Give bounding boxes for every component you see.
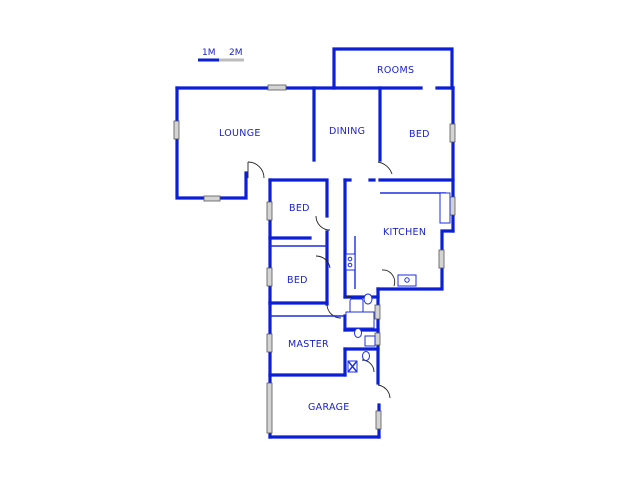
room-label-dining: DINING [329,126,365,137]
room-label-rooms: ROOMS [377,65,414,76]
room-label-lounge: LOUNGE [219,128,261,139]
scale-bar: 1M 2M [198,48,244,62]
room-label-bed-3: BED [287,275,308,286]
room-label-master: MASTER [288,339,329,350]
fixtures [270,192,451,373]
windows [173,84,456,434]
room-label-garage: GARAGE [308,402,350,413]
room-labels: ROOMS LOUNGE DINING BED BED KITCHEN BED … [219,65,430,413]
scale-label-1m: 1M [202,48,216,58]
room-label-kitchen: KITCHEN [383,227,426,238]
room-label-bed-1: BED [409,129,430,140]
walls [175,47,455,439]
scale-label-2m: 2M [229,48,243,58]
room-label-bed-2: BED [289,203,310,214]
